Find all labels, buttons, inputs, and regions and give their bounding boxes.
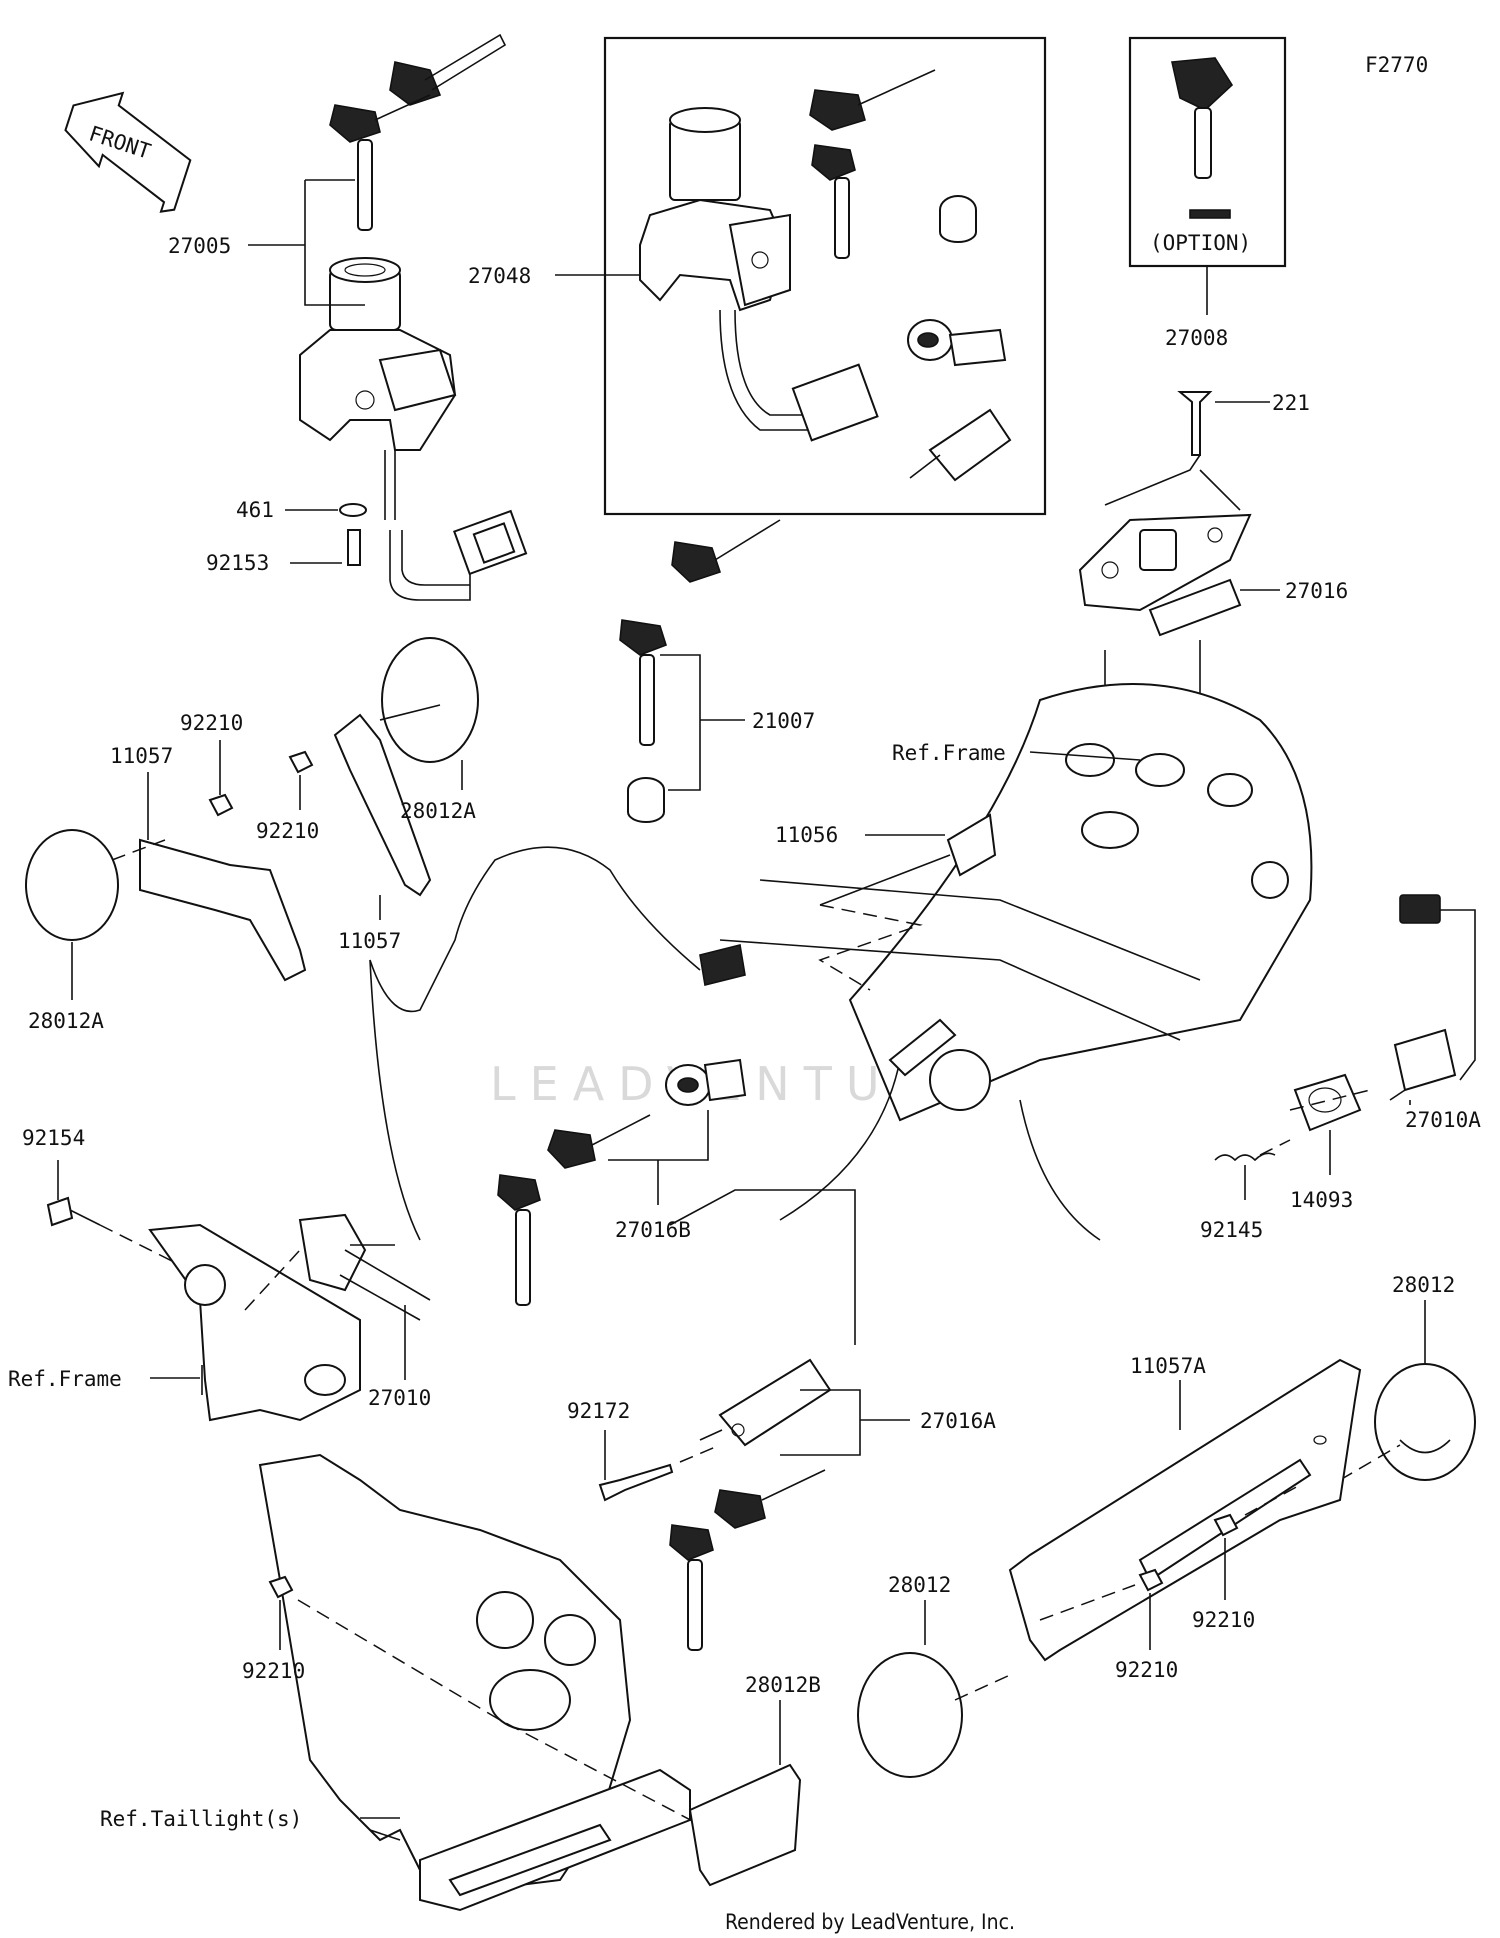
callout-27016B: 27016B: [615, 1218, 691, 1242]
svg-text:14093: 14093: [1290, 1188, 1353, 1212]
svg-text:28012B: 28012B: [745, 1673, 821, 1697]
bolt-92154: 92154: [22, 1126, 101, 1227]
reflector-28012-right-dash: [1339, 1444, 1401, 1481]
svg-text:Ref.Frame: Ref.Frame: [892, 741, 1006, 765]
bracket-11057-mid: 11057: [333, 713, 432, 953]
blank-key-27008: (OPTION): [1150, 57, 1251, 255]
svg-text:28012: 28012: [1392, 1273, 1455, 1297]
frame-reference-lower: Ref.Frame: [8, 1223, 361, 1422]
ignition-key-pair-27005: [329, 33, 507, 231]
spring-92145: 92145: [1200, 1152, 1276, 1242]
callout-27048: 27048: [468, 264, 640, 288]
reflector-28012A-top: 28012A: [379, 637, 479, 823]
footer-credit: Rendered by LeadVenture, Inc.: [725, 1910, 1015, 1934]
lock-wire: [369, 846, 701, 1241]
svg-text:27008: 27008: [1165, 326, 1228, 350]
bracket-11057A: 11057A: [1008, 1354, 1362, 1662]
callout-ref-frame-top: Ref.Frame: [892, 741, 1141, 765]
svg-text:11056: 11056: [775, 823, 838, 847]
svg-text:461: 461: [236, 498, 274, 522]
switch-27010-dash: [244, 1249, 301, 1311]
nut-92210-right-lower: 92210: [1039, 1568, 1178, 1682]
nut-92210-left: 92210: [180, 711, 243, 817]
svg-text:92172: 92172: [567, 1399, 630, 1423]
switch-27010: 27010: [298, 1213, 431, 1410]
nut-92210-bottom: 92210: [242, 1575, 701, 1826]
svg-text:92210: 92210: [1115, 1658, 1178, 1682]
screw-92153: 92153: [206, 529, 361, 575]
svg-text:92210: 92210: [242, 1659, 305, 1683]
ignition-set-27048: [639, 69, 1012, 482]
callout-27008: 27008: [1165, 266, 1228, 350]
svg-text:27010: 27010: [368, 1386, 431, 1410]
svg-text:92210: 92210: [256, 819, 319, 843]
washer-461: 461: [236, 498, 367, 522]
wire-connector: [699, 944, 746, 986]
svg-text:92210: 92210: [1192, 1608, 1255, 1632]
option-label: (OPTION): [1150, 231, 1251, 255]
lock-set-27016A: [669, 1189, 910, 1651]
svg-text:28012A: 28012A: [400, 799, 476, 823]
svg-text:92145: 92145: [1200, 1218, 1263, 1242]
reflector-28012-left: 28012: [857, 1573, 1011, 1778]
svg-text:27005: 27005: [168, 234, 231, 258]
diagram-id: F2770: [1365, 53, 1428, 77]
svg-text:11057: 11057: [338, 929, 401, 953]
callout-27005: 27005: [168, 179, 365, 306]
svg-text:92210: 92210: [180, 711, 243, 735]
svg-text:11057A: 11057A: [1130, 1354, 1206, 1378]
switch-27010A: 27010A: [1389, 894, 1481, 1132]
svg-text:28012A: 28012A: [28, 1009, 104, 1033]
svg-text:221: 221: [1272, 391, 1310, 415]
svg-text:92153: 92153: [206, 551, 269, 575]
svg-text:27016: 27016: [1285, 579, 1348, 603]
clip-11056-dash: [818, 904, 923, 991]
nut-92210-right-upper: 92210: [1192, 1484, 1301, 1632]
callout-21007: 21007: [752, 709, 815, 733]
reflector-28012-right: 28012: [1374, 1273, 1476, 1481]
frame-reference: [719, 683, 1313, 1241]
taillight-bracket: Ref.Taillight(s): [100, 1453, 691, 1912]
ignition-switch-part: [299, 257, 528, 601]
reflector-28012A-left: 28012A: [25, 829, 119, 1033]
bracket-27016: 27016: [1078, 454, 1348, 637]
lock-set-27016B: [497, 1058, 747, 1306]
clip-11056: 11056: [775, 813, 997, 906]
svg-text:92154: 92154: [22, 1126, 85, 1150]
svg-text:Ref.Taillight(s): Ref.Taillight(s): [100, 1807, 302, 1831]
callout-27016A: 27016A: [920, 1409, 996, 1433]
svg-text:11057: 11057: [110, 744, 173, 768]
svg-text:28012: 28012: [888, 1573, 951, 1597]
reflector-28012B: 28012B: [688, 1673, 821, 1887]
bracket-11057-left: 11057: [110, 744, 307, 982]
nut-14093: 14093: [1290, 1073, 1362, 1212]
svg-text:27010A: 27010A: [1405, 1108, 1481, 1132]
screw-221: 221: [1177, 391, 1310, 456]
switch-assembly-dash: [1259, 1089, 1371, 1156]
front-arrow-icon: FRONT: [64, 91, 192, 213]
screw-92172: 92172: [567, 1399, 721, 1502]
svg-text:27048: 27048: [468, 264, 531, 288]
svg-text:Ref.Frame: Ref.Frame: [8, 1367, 122, 1391]
kit-box-27048: [603, 36, 1047, 516]
key-set-21007: [619, 519, 781, 823]
nut-92210-mid: 92210: [256, 750, 319, 843]
